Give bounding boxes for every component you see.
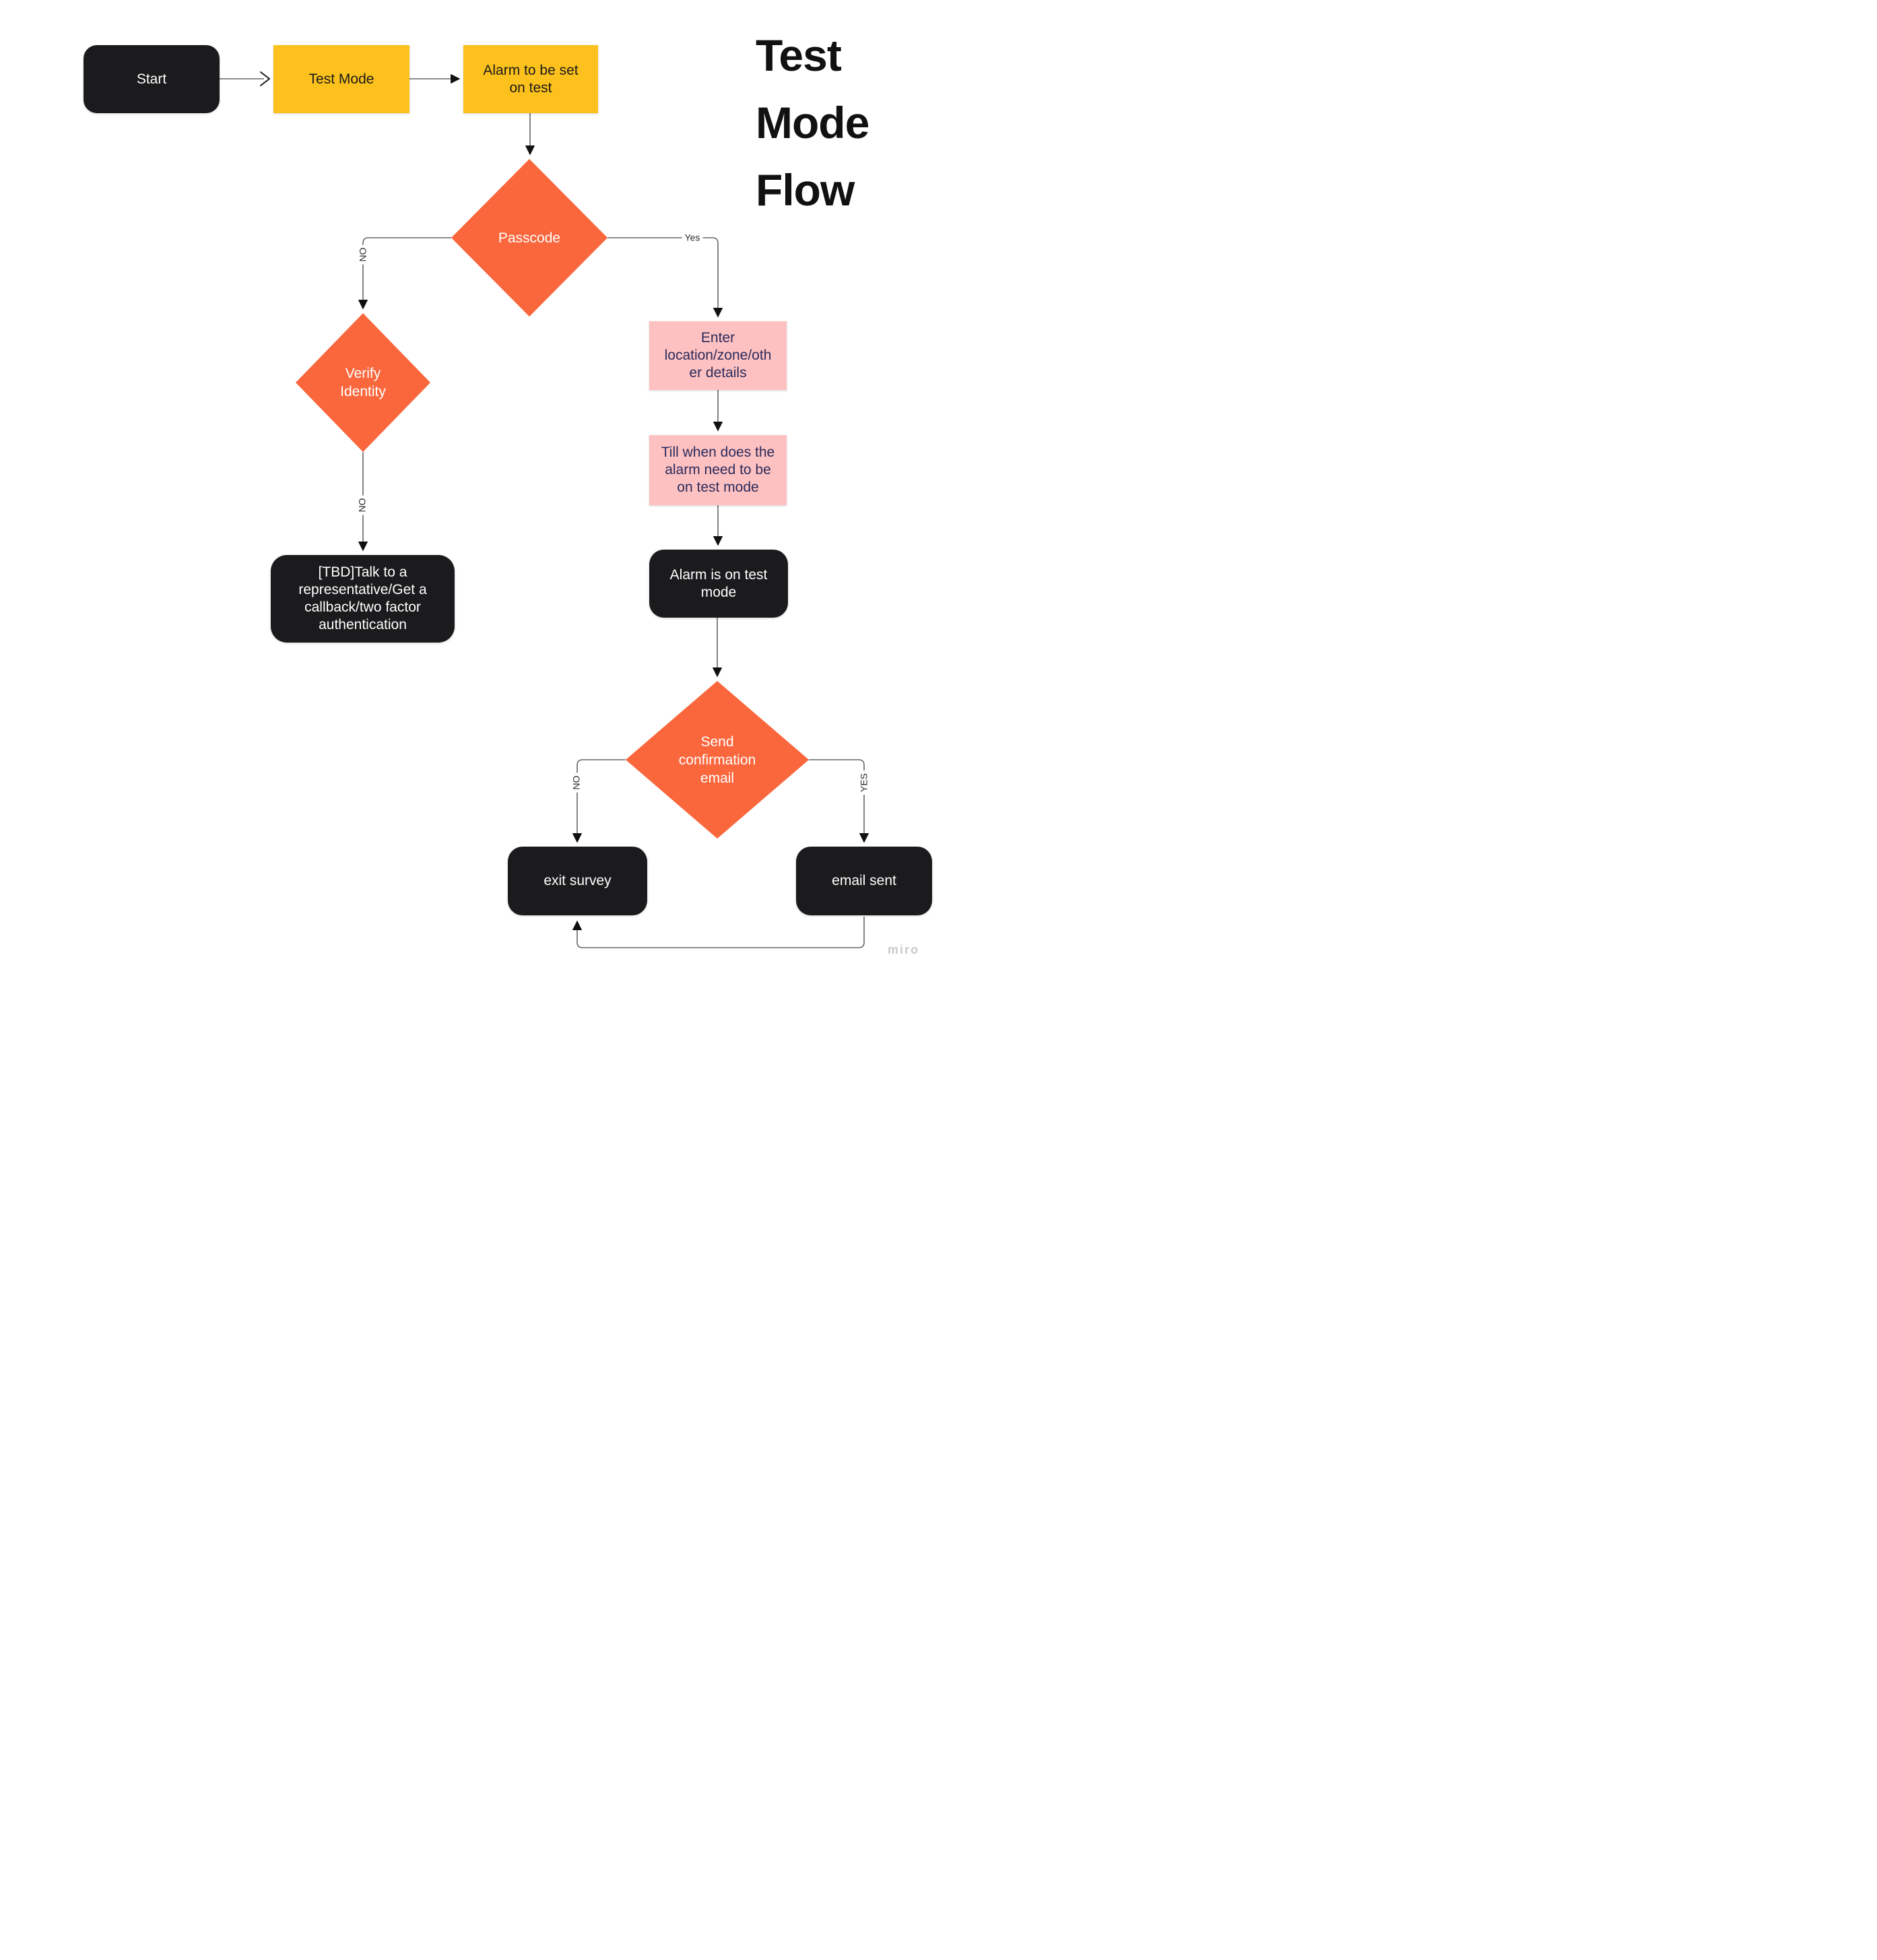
node-till-when-label: alarm need to be [665, 462, 771, 478]
node-alarm-on-label: Alarm is on test [669, 566, 768, 583]
node-enter-location-label: location/zone/oth [664, 348, 772, 363]
edge-label-verify-no: NO [356, 495, 368, 515]
node-tbd-label: authentication [319, 617, 407, 632]
connector-layer [220, 71, 869, 948]
node-tbd-label: callback/two factor [304, 599, 421, 615]
open-arrowhead-icon [260, 71, 270, 86]
node-till-when-label: on test mode [677, 480, 759, 495]
node-enter-location-label: er details [689, 365, 747, 381]
node-email-sent[interactable]: email sent [796, 847, 932, 915]
node-enter-location-details[interactable]: Enter location/zone/oth er details [649, 321, 787, 390]
node-alarm-on-test-mode[interactable]: Alarm is on test mode [649, 550, 788, 618]
edge-label-send-no: NO [570, 773, 583, 793]
edge-passcode-yes-enterdetails [607, 237, 723, 318]
node-till-when-test-mode[interactable]: Till when does the alarm need to be on t… [649, 435, 787, 505]
edge-label-passcode-yes: Yes [682, 232, 703, 244]
node-test-mode-label: Test Mode [308, 71, 374, 87]
page-title-line: Mode [756, 98, 869, 148]
node-enter-location-label: Enter [700, 330, 735, 346]
miro-watermark: miro [888, 943, 920, 956]
edge-label-send-yes: YES [858, 770, 870, 795]
node-exit-survey-label: exit survey [544, 873, 612, 888]
node-email-sent-label: email sent [832, 873, 896, 888]
node-alarm-to-be-set-label: on test [509, 79, 552, 96]
edge-emailsent-exitsurvey [572, 917, 865, 948]
edge-passcode-no-verify [358, 237, 451, 310]
node-exit-survey[interactable]: exit survey [508, 847, 647, 915]
diamond-verify-identity[interactable] [296, 313, 430, 452]
node-test-mode[interactable]: Test Mode [273, 45, 409, 113]
node-alarm-to-be-set[interactable]: Alarm to be set on test [463, 45, 598, 113]
edge-sendemail-no-exitsurvey [572, 759, 626, 843]
node-start[interactable]: Start [84, 45, 220, 113]
flowchart-canvas: Start Test Mode Alarm to be set on test … [0, 0, 939, 980]
node-tbd-talk-to-representative[interactable]: [TBD]Talk to a representative/Get a call… [271, 555, 455, 643]
page-title: Test Mode Flow [756, 22, 869, 224]
page-title-line: Flow [756, 165, 855, 215]
node-till-when-label: Till when does the [661, 445, 775, 460]
node-tbd-label: [TBD]Talk to a [318, 564, 407, 580]
node-tbd-label: representative/Get a [298, 582, 427, 597]
diamond-passcode[interactable] [451, 159, 607, 317]
node-start-label: Start [136, 71, 167, 87]
page-title-line: Test [756, 30, 842, 80]
edge-label-passcode-no: NO [357, 244, 369, 265]
edge-sendemail-yes-emailsent [809, 759, 869, 843]
node-alarm-to-be-set-label: Alarm to be set [483, 62, 579, 78]
diamond-send-confirmation-email[interactable] [626, 681, 809, 839]
node-alarm-on-label: mode [700, 584, 737, 600]
